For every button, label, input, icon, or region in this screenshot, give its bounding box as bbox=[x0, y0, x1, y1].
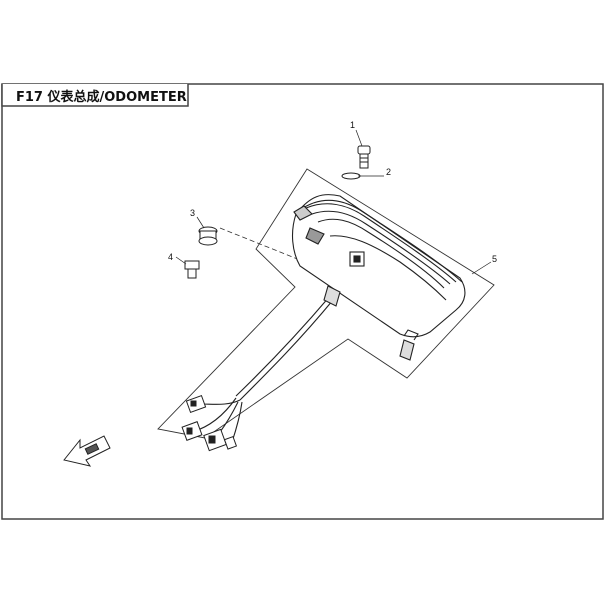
title-tab bbox=[1, 84, 189, 107]
drawing-frame bbox=[1, 83, 604, 520]
leader-lines bbox=[175, 129, 492, 275]
harness-connector-left bbox=[181, 421, 203, 441]
wire-harness bbox=[191, 295, 334, 443]
callout-1: 1 bbox=[350, 120, 355, 130]
harness-connector-small bbox=[223, 435, 238, 450]
grommet-part bbox=[198, 226, 218, 246]
direction-arrow-icon bbox=[63, 435, 111, 467]
washer-part bbox=[341, 172, 361, 180]
meter-assembly bbox=[291, 194, 466, 361]
harness-connector-top bbox=[185, 394, 207, 414]
callout-4: 4 bbox=[168, 252, 173, 262]
page-title: F17 仪表总成/ODOMETER bbox=[16, 89, 187, 105]
harness-connector-mid bbox=[203, 428, 227, 452]
collar-part bbox=[184, 260, 200, 279]
callout-5: 5 bbox=[492, 254, 497, 264]
dashed-leader bbox=[219, 227, 301, 261]
callout-2: 2 bbox=[386, 167, 391, 177]
callout-3: 3 bbox=[190, 208, 195, 218]
bolt-part bbox=[357, 145, 371, 169]
